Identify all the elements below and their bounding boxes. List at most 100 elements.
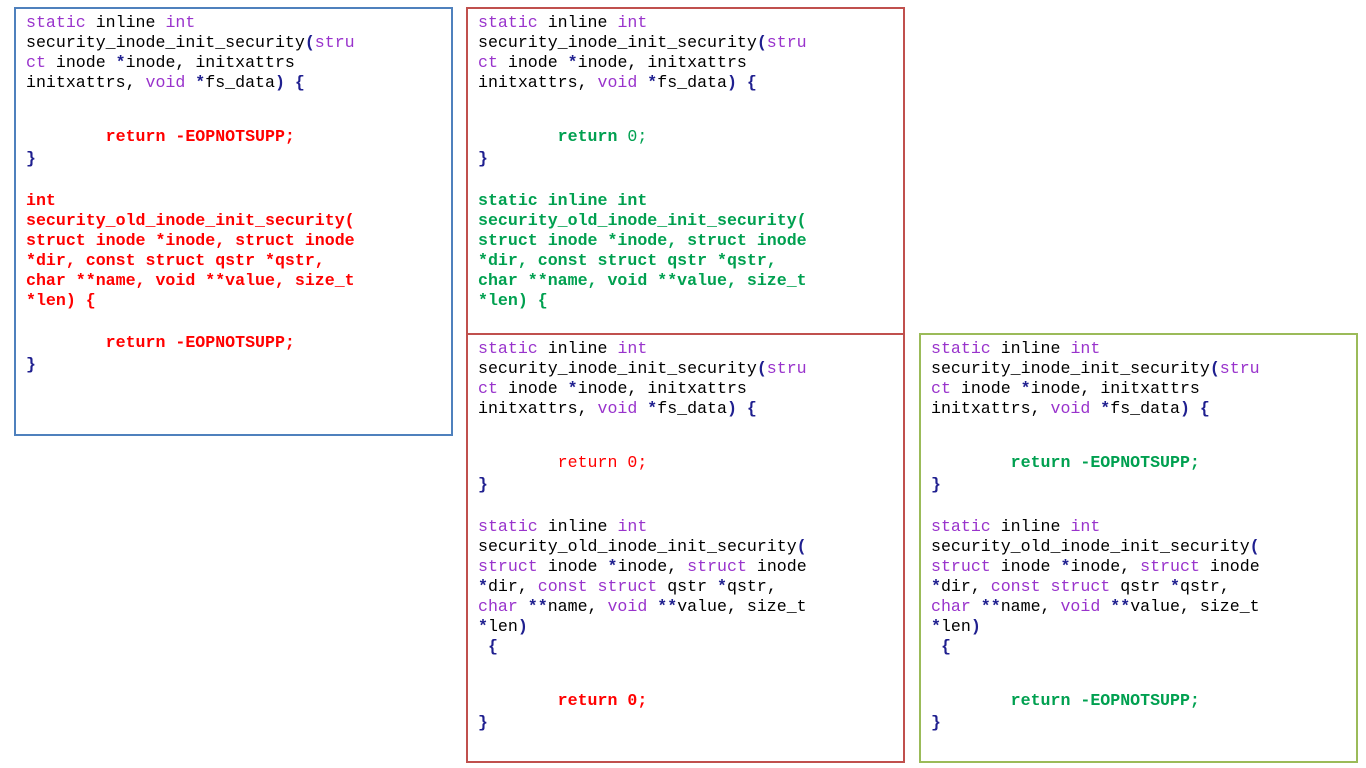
code-line: static inline int — [26, 13, 445, 33]
code-line: return -EOPNOTSUPP; — [931, 453, 1350, 473]
code-line: static inline int — [478, 517, 897, 537]
code-token: } — [478, 475, 488, 494]
code-token: int — [26, 191, 56, 210]
code-token: struct inode *inode, struct inode — [478, 231, 807, 250]
code-token: static — [26, 13, 96, 32]
code-token: { — [478, 637, 498, 656]
code-line: return 0; — [478, 691, 897, 711]
line-gap — [478, 657, 897, 691]
code-line: return -EOPNOTSUPP; — [26, 333, 445, 353]
code-token: inode, initxattrs — [577, 53, 747, 72]
code-token: ct — [26, 53, 46, 72]
code-line: char **name, void **value, size_t — [26, 271, 445, 291]
code-line: security_old_inode_init_security( — [931, 537, 1350, 557]
code-token: ) { — [726, 399, 757, 418]
line-gap — [26, 93, 445, 127]
code-token: initxattrs, — [931, 399, 1051, 418]
code-token: * — [478, 617, 488, 636]
code-token: len — [487, 617, 518, 636]
code-token: inline — [95, 13, 166, 32]
code-line: char **name, void **value, size_t — [931, 597, 1350, 617]
code-token: value, size_t — [677, 597, 807, 616]
code-token: ** — [1110, 597, 1131, 616]
code-token: return -EOPNOTSUPP; — [26, 333, 295, 352]
code-token: ** — [980, 597, 1001, 616]
code-token: inode — [45, 53, 116, 72]
line-gap — [478, 93, 897, 127]
code-line: security_inode_init_security(stru — [478, 359, 897, 379]
code-line: } — [931, 475, 1350, 495]
code-token: const struct — [537, 577, 658, 596]
code-token: ** — [657, 597, 678, 616]
code-token: return -EOPNOTSUPP; — [931, 691, 1200, 710]
code-token: fs_data — [657, 73, 727, 92]
code-token: ( — [1209, 359, 1220, 378]
code-token: value, size_t — [1130, 597, 1260, 616]
code-token: ) — [517, 617, 528, 636]
code-token: inode, — [1070, 557, 1141, 576]
code-token: * — [567, 53, 578, 72]
code-token: security_old_inode_init_security( — [478, 211, 807, 230]
code-token: static — [478, 517, 548, 536]
code-token: static — [931, 339, 1001, 358]
code-token: } — [931, 713, 941, 732]
code-line: *dir, const struct qstr *qstr, — [931, 577, 1350, 597]
code-token: ct — [478, 53, 498, 72]
code-token: * — [1100, 399, 1111, 418]
code-token: struct inode *inode, struct inode — [26, 231, 355, 250]
code-token: *len) { — [26, 291, 96, 310]
code-token: static — [931, 517, 1001, 536]
code-line: initxattrs, void *fs_data) { — [26, 73, 445, 93]
code-token: initxattrs, — [478, 73, 598, 92]
code-token: security_inode_init_security — [478, 359, 757, 378]
code-token: * — [478, 577, 488, 596]
code-token: void — [1060, 597, 1111, 616]
line-gap — [931, 495, 1350, 517]
code-line: ct inode *inode, initxattrs — [478, 53, 897, 73]
code-token: } — [26, 355, 36, 374]
code-token: void — [145, 73, 196, 92]
code-token: struct — [478, 557, 538, 576]
code-token: return 0; — [478, 691, 648, 710]
code-token: *dir, const struct qstr *qstr, — [478, 251, 777, 270]
code-line: } — [931, 713, 1350, 733]
code-token: * — [1170, 577, 1180, 596]
code-token: ( — [756, 359, 767, 378]
code-token: * — [567, 379, 578, 398]
code-token: inode, initxattrs — [125, 53, 295, 72]
code-line: *len) — [931, 617, 1350, 637]
code-line: *len) { — [478, 291, 897, 311]
code-line: security_old_inode_init_security( — [26, 211, 445, 231]
code-token: * — [195, 73, 206, 92]
code-token: ( — [796, 537, 807, 556]
code-line: } — [26, 149, 445, 169]
code-token: qstr — [657, 577, 718, 596]
code-token: ) { — [726, 73, 757, 92]
code-token: ( — [1249, 537, 1260, 556]
code-token: fs_data — [205, 73, 275, 92]
line-gap — [26, 169, 445, 191]
code-token: dir, — [940, 577, 991, 596]
code-token: ) { — [1179, 399, 1210, 418]
code-line: struct inode *inode, struct inode — [478, 557, 897, 577]
code-line: static inline int — [931, 339, 1350, 359]
code-token: int — [617, 339, 648, 358]
code-token: security_inode_init_security — [478, 33, 757, 52]
code-token: inode — [990, 557, 1061, 576]
code-token: qstr, — [726, 577, 777, 596]
code-token: inode — [497, 53, 568, 72]
code-token: ct — [478, 379, 498, 398]
code-token: * — [717, 577, 727, 596]
code-token: return -EOPNOTSUPP; — [26, 127, 295, 146]
code-line: } — [478, 713, 897, 733]
code-token: inline — [547, 339, 618, 358]
code-token: security_old_inode_init_security — [931, 537, 1250, 556]
code-token: security_inode_init_security — [931, 359, 1210, 378]
code-token: inode — [950, 379, 1021, 398]
line-gap — [26, 311, 445, 333]
